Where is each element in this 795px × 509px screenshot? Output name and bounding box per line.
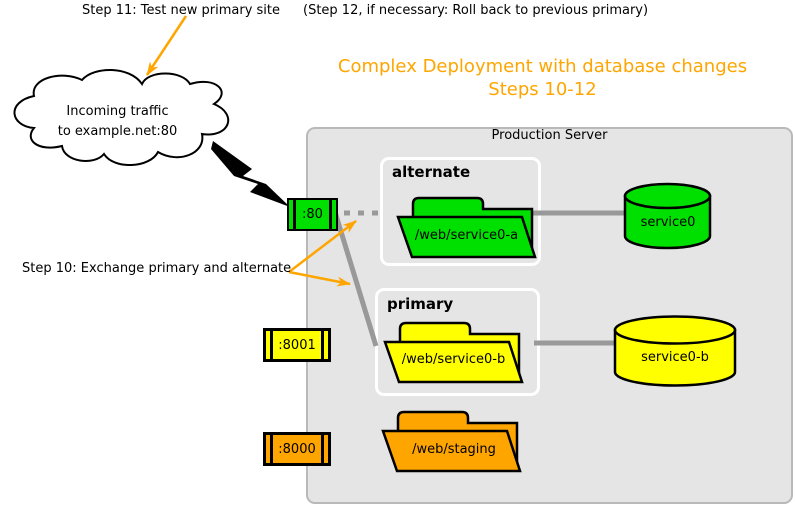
- lightning-icon: [211, 141, 290, 207]
- annotation-step10: Step 10: Exchange primary and alternate: [22, 261, 292, 276]
- section-primary-label: primary: [387, 295, 454, 313]
- port-bar-icon: [270, 331, 273, 359]
- arrow-step10-upper-icon: [288, 220, 357, 273]
- connector-80-primary: [332, 211, 379, 347]
- port-8001-label: :8001: [278, 337, 316, 353]
- production-server-label: Production Server: [491, 128, 608, 143]
- port-80-label: :80: [302, 207, 323, 222]
- diagram-title: Complex Deployment with database changes…: [295, 55, 790, 101]
- port-8000-node: :8000: [263, 432, 331, 466]
- cloud-label: Incoming traffic to example.net:80: [15, 102, 220, 142]
- diagram-title-line2: Steps 10-12: [488, 79, 597, 100]
- folder-icon-alternate: [396, 196, 537, 259]
- port-8001-node: :8001: [263, 328, 331, 362]
- folder-label-alternate: /web/service0-a: [414, 228, 519, 243]
- database-label-service0: service0: [640, 215, 696, 230]
- port-8000-label: :8000: [278, 441, 316, 457]
- folder-label-primary: /web/service0-b: [401, 352, 506, 367]
- diagram-title-line1: Complex Deployment with database changes: [337, 56, 748, 77]
- cloud-label-line2: to example.net:80: [57, 124, 178, 139]
- arrow-step10-lower-icon: [288, 270, 351, 287]
- database-icon-service0: [623, 182, 712, 250]
- folder-icon-staging: [381, 410, 522, 473]
- cloud-icon: [13, 68, 230, 167]
- port-bar-icon: [321, 331, 324, 359]
- port-bar-icon: [321, 435, 324, 463]
- folder-label-staging: /web/staging: [412, 442, 496, 457]
- port-80-node: :80: [287, 198, 338, 231]
- annotation-step12: (Step 12, if necessary: Roll back to pre…: [303, 3, 649, 18]
- arrow-step11-icon: [145, 15, 188, 76]
- annotation-step11: Step 11: Test new primary site: [82, 3, 281, 18]
- port-bar-icon: [293, 200, 296, 229]
- port-bar-icon: [270, 435, 273, 463]
- cloud-label-line1: Incoming traffic: [66, 104, 169, 119]
- port-bar-icon: [329, 200, 332, 229]
- database-label-service0-b: service0-b: [641, 350, 709, 365]
- section-alternate-label: alternate: [392, 163, 471, 181]
- folder-icon-primary: [383, 321, 524, 384]
- database-icon-service0-b: [613, 315, 737, 387]
